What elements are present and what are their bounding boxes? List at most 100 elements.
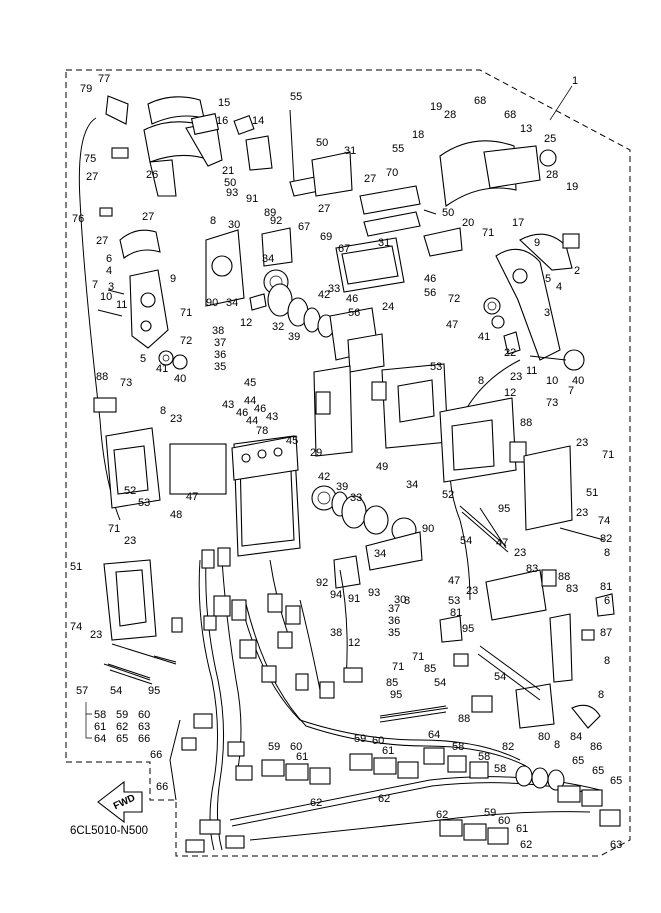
callout-23: 23 [576,507,588,519]
callout-36: 36 [214,349,226,361]
callout-15: 15 [218,97,230,109]
callout-5: 5 [545,273,551,285]
callout-74: 74 [598,515,610,527]
callout-7: 7 [92,279,98,291]
callout-32: 32 [272,321,284,333]
callout-60: 60 [290,741,302,753]
callout-10: 10 [100,291,112,303]
callout-40: 40 [174,373,186,385]
callout-71: 71 [180,307,192,319]
callout-23: 23 [170,413,182,425]
callout-8: 8 [210,215,216,227]
fwd-arrow-icon: FWD [97,780,143,824]
callout-95: 95 [390,689,402,701]
callout-38: 38 [212,325,224,337]
callout-47: 47 [496,537,508,549]
callout-95: 95 [498,503,510,515]
callout-37: 37 [388,603,400,615]
callout-85: 85 [424,663,436,675]
diagram-code: 6CL5010-N500 [70,825,148,837]
callout-23: 23 [466,585,478,597]
callout-53: 53 [448,595,460,607]
callout-19: 19 [566,181,578,193]
callout-45: 45 [286,435,298,447]
callout-84: 84 [570,731,582,743]
callout-88: 88 [96,371,108,383]
callout-60: 60 [372,735,384,747]
callout-56: 56 [348,307,360,319]
callout-65: 65 [592,765,604,777]
callout-42: 42 [318,289,330,301]
callout-8: 8 [598,689,604,701]
callout-28: 28 [444,109,456,121]
callout-63: 63 [138,721,150,733]
callout-46: 46 [424,273,436,285]
callout-26: 26 [146,169,158,181]
callout-92: 92 [270,215,282,227]
callout-8: 8 [404,595,410,607]
callout-82: 82 [502,741,514,753]
callout-87: 87 [600,627,612,639]
callout-88: 88 [520,417,532,429]
callout-38: 38 [330,627,342,639]
callout-53: 53 [430,361,442,373]
callout-3: 3 [544,307,550,319]
callout-62: 62 [310,797,322,809]
callout-58: 58 [94,709,106,721]
callout-58: 58 [452,741,464,753]
callout-11: 11 [116,299,127,311]
callout-8: 8 [478,375,484,387]
assembly-boundary [65,69,631,857]
callout-77: 77 [98,73,110,85]
callout-59: 59 [116,709,128,721]
callout-88: 88 [458,713,470,725]
callout-73: 73 [120,377,132,389]
callout-27: 27 [86,171,98,183]
callout-71: 71 [482,227,494,239]
callout-12: 12 [240,317,252,329]
callout-83: 83 [566,583,578,595]
callout-55: 55 [290,91,302,103]
callout-95: 95 [462,623,474,635]
callout-47: 47 [186,491,198,503]
callout-95: 95 [148,685,160,697]
callout-35: 35 [214,361,226,373]
callout-69: 69 [320,231,332,243]
callout-94: 94 [330,589,342,601]
callout-72: 72 [180,335,192,347]
callout-19: 19 [430,101,442,113]
callout-34: 34 [262,253,274,265]
callout-46: 46 [254,403,266,415]
callout-71: 71 [108,523,120,535]
callout-62: 62 [116,721,128,733]
callout-3: 3 [108,281,114,293]
callout-28: 28 [546,169,558,181]
callout-71: 71 [392,661,404,673]
callout-6: 6 [604,595,610,607]
callout-33: 33 [350,492,362,504]
callout-91: 91 [348,593,360,605]
callout-54: 54 [110,685,122,697]
callout-81: 81 [600,581,612,593]
callout-54: 54 [460,535,472,547]
callout-79: 79 [80,83,92,95]
right-side-assembly [107,505,615,729]
middle-assembly [93,363,573,641]
callout-67: 67 [298,221,310,233]
callout-27: 27 [142,211,154,223]
callout-49: 49 [376,461,388,473]
callout-74: 74 [70,621,82,633]
callout-64: 64 [428,729,440,741]
callout-47: 47 [446,319,458,331]
callout-50: 50 [442,207,454,219]
callout-67: 67 [338,243,350,255]
callout-36: 36 [388,615,400,627]
callout-66: 66 [138,733,150,745]
callout-72: 72 [448,293,460,305]
callout-83: 83 [526,563,538,575]
callout-31: 31 [378,237,390,249]
callout-41: 41 [478,331,490,343]
callout-8: 8 [604,547,610,559]
callout-52: 52 [124,485,136,497]
